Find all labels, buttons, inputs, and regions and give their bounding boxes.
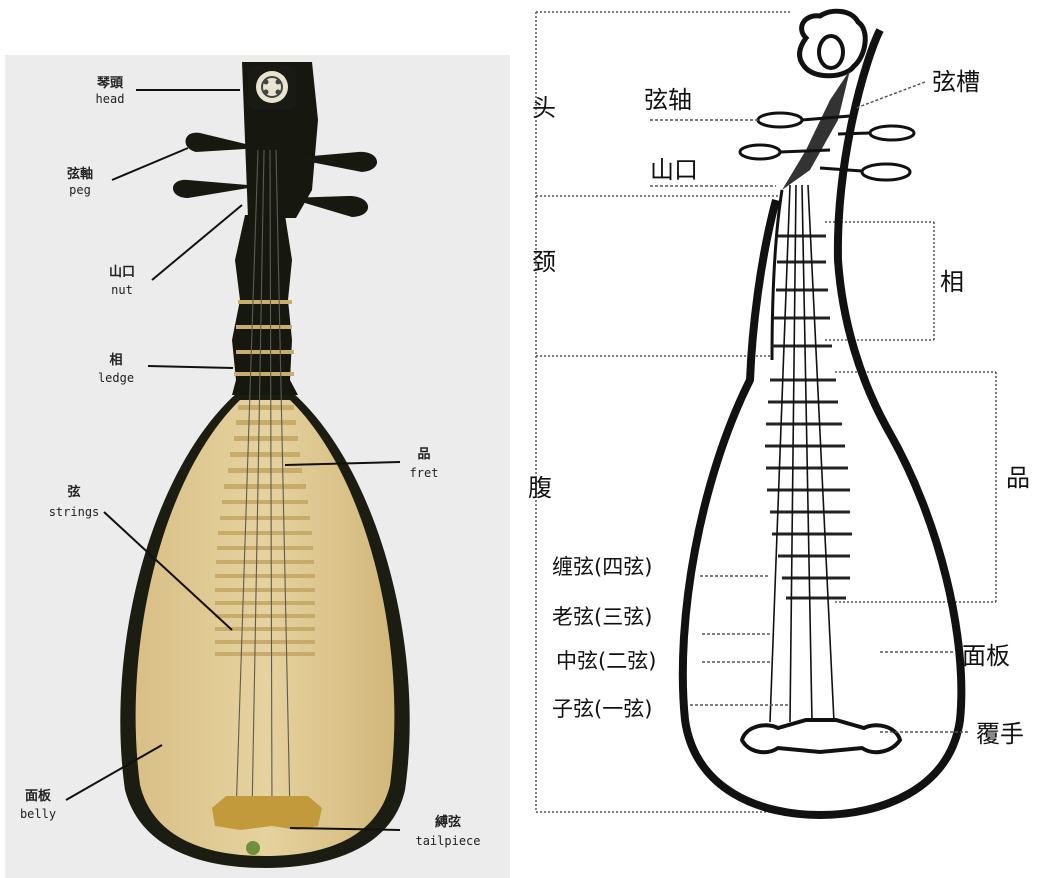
pipa-photo: 琴頭 head 弦軸 peg 山口 nut 相 ledge 品 fret 弦 s… xyxy=(0,0,520,878)
section-neck-label: 颈 xyxy=(532,248,556,276)
tail-ornament xyxy=(246,841,260,855)
label-string-1: 子弦(一弦) xyxy=(552,697,652,721)
section-brackets xyxy=(536,12,996,812)
label-fret-en: fret xyxy=(410,466,439,480)
label-ledge: 相 xyxy=(940,268,964,296)
label-ledge-en: ledge xyxy=(98,371,134,385)
section-body-label: 腹 xyxy=(528,474,552,502)
pipa-neck xyxy=(232,215,298,395)
section-head-label: 头 xyxy=(532,94,556,122)
label-belly-en: belly xyxy=(20,807,56,821)
tailpiece xyxy=(212,796,322,830)
label-peg-zh: 弦軸 xyxy=(67,166,93,182)
label-string-4: 缠弦(四弦) xyxy=(552,555,652,579)
label-head-en: head xyxy=(96,92,125,106)
label-nut: 山口 xyxy=(650,156,698,184)
label-soundboard: 面板 xyxy=(962,642,1010,670)
label-nut-zh: 山口 xyxy=(109,264,135,280)
label-string-slot: 弦槽 xyxy=(932,68,980,96)
photo-panel: 琴頭 head 弦軸 peg 山口 nut 相 ledge 品 fret 弦 s… xyxy=(0,0,520,878)
diagram-tailpiece xyxy=(742,720,900,752)
head-medallion xyxy=(256,71,288,103)
label-string-2: 中弦(二弦) xyxy=(556,649,656,673)
label-peg-en: peg xyxy=(69,183,91,197)
label-tailpiece: 覆手 xyxy=(976,720,1024,748)
label-fret: 品 xyxy=(1006,464,1030,492)
diagram-panel: 头 颈 腹 弦轴 弦槽 山口 相 品 缠弦(四弦) 老弦(三弦) 中弦(二弦) … xyxy=(520,0,1040,878)
diagram-strings xyxy=(770,185,834,722)
label-belly-zh: 面板 xyxy=(25,788,52,804)
label-strings-en: strings xyxy=(49,505,100,519)
diagram-ledges xyxy=(772,236,832,346)
pipa-diagram: 头 颈 腹 弦轴 弦槽 山口 相 品 缠弦(四弦) 老弦(三弦) 中弦(二弦) … xyxy=(520,0,1040,878)
label-head-zh: 琴頭 xyxy=(97,75,124,91)
label-ledge-zh: 相 xyxy=(109,352,122,368)
label-nut-en: nut xyxy=(111,283,133,297)
label-strings-zh: 弦 xyxy=(67,484,80,500)
label-fret-zh: 品 xyxy=(417,447,430,462)
label-tailpiece-zh: 縛弦 xyxy=(434,814,461,830)
label-tailpiece-en: tailpiece xyxy=(415,834,480,848)
label-peg: 弦轴 xyxy=(644,86,692,114)
label-string-3: 老弦(三弦) xyxy=(552,605,652,629)
